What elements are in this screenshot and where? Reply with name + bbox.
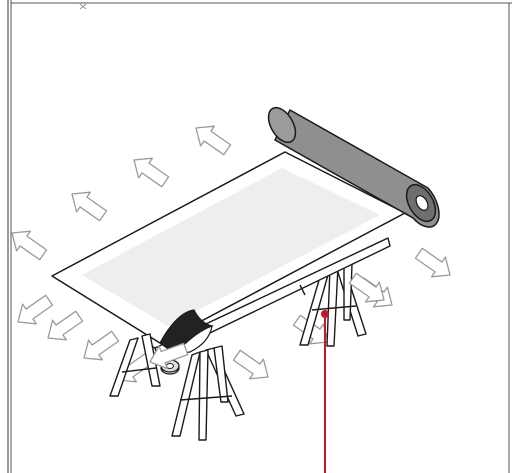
callout-pointer [321, 310, 329, 473]
stretch-arrow-icon [4, 222, 51, 266]
stretch-arrow-icon [229, 344, 276, 388]
film-roll-icon [267, 106, 440, 228]
stretch-arrow-icon [126, 149, 173, 193]
stretch-arrow-icon [10, 289, 57, 333]
stretch-arrow-icon [64, 183, 111, 227]
stretch-arrow-icon [188, 117, 235, 161]
stretch-arrow-icon [411, 242, 458, 286]
frame [7, 0, 512, 473]
stretch-arrow-icon [76, 325, 123, 369]
film-sheet [51, 151, 406, 355]
stretch-arrow-icon [40, 305, 87, 349]
trestle-back [299, 263, 367, 347]
trestle-front [109, 333, 245, 441]
